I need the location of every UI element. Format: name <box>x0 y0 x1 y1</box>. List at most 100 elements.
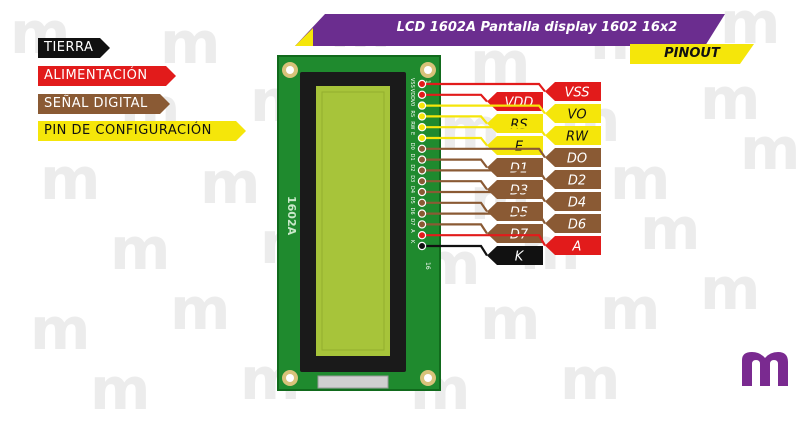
pin-label: D1 <box>510 162 528 177</box>
pin-tag <box>545 236 601 255</box>
pin-label: DO <box>567 152 587 167</box>
mounting-hole-center <box>286 66 294 74</box>
watermark-letter: m <box>600 275 661 343</box>
lcd-screen-border <box>321 91 385 351</box>
watermark-letter: m <box>30 295 91 363</box>
pin-label: A <box>572 240 582 255</box>
pin-pad <box>417 122 427 132</box>
legend-label: SEÑAL DIGITAL <box>44 96 148 111</box>
pcb-pin-label: D6 <box>409 208 415 215</box>
legend-swatch <box>38 66 176 86</box>
pin-wire <box>422 190 546 203</box>
watermark-letter: m <box>40 145 101 213</box>
legend-label: ALIMENTACIÓN <box>44 68 148 83</box>
lcd-pinout-diagram: 1602A116VSSVSSVDDVDDV0VORSRSRWRWEED0DOD1… <box>277 55 601 391</box>
pin-tag <box>487 246 543 265</box>
pinout-subtitle: PINOUT <box>664 46 720 61</box>
pcb-pin-label: D2 <box>409 164 415 171</box>
pin-pad <box>417 90 427 100</box>
pin-wire <box>422 212 546 225</box>
pin-label: VO <box>567 108 586 123</box>
pin-pad <box>417 101 427 110</box>
pin-pad <box>417 220 427 229</box>
pin-wire <box>422 180 488 191</box>
watermark-letter: m <box>200 149 261 217</box>
mounting-hole-center <box>424 374 432 382</box>
legend-swatch <box>38 94 170 114</box>
pcb-pin-label: E <box>409 132 415 135</box>
bottom-connector <box>317 375 389 389</box>
pcb-pin-label: V0 <box>409 100 415 107</box>
pin-wire <box>422 201 488 213</box>
pin-wire <box>422 115 488 125</box>
watermark-letter: m <box>640 195 701 263</box>
pin-wire <box>422 169 546 181</box>
pin-tag <box>487 202 543 221</box>
watermark-letter: m <box>560 345 621 413</box>
watermark-letter: m <box>700 255 761 323</box>
pcb-pin-label: D3 <box>409 175 415 182</box>
pin-tag <box>545 192 601 211</box>
pcb-pin-label: K <box>409 240 415 244</box>
pin-number-1: 1 <box>424 80 431 84</box>
pin-tag <box>545 104 601 123</box>
pin-wire <box>422 104 546 115</box>
pin-wire <box>422 244 488 257</box>
pin-pad <box>417 133 427 143</box>
pin-wire <box>422 126 546 137</box>
pin-wire <box>422 82 546 93</box>
pcb-pin-label: A <box>409 229 415 233</box>
pin-wire <box>422 234 546 247</box>
pin-wire <box>422 158 488 169</box>
pin-pad <box>417 209 427 218</box>
pin-label: VDD <box>505 96 534 111</box>
legend-item: ALIMENTACIÓN <box>38 66 176 86</box>
pin-label: D2 <box>568 174 586 189</box>
pcb-pin-label: D4 <box>409 186 415 193</box>
pin-tag <box>545 170 601 189</box>
pin-tag <box>545 126 601 145</box>
legend-swatch <box>38 38 110 58</box>
silkscreen-label: 1602A <box>285 196 298 236</box>
pin-pad <box>417 155 427 164</box>
pin-wire <box>422 136 488 147</box>
watermark-letter: m <box>110 215 171 283</box>
pin-pad <box>417 79 427 89</box>
pin-pad <box>417 187 427 197</box>
watermark-letter: m <box>700 65 761 133</box>
pin-wire <box>422 93 488 103</box>
pin-label: E <box>515 140 524 155</box>
pin-tag <box>545 214 601 233</box>
pcb-pin-label: VSS <box>409 78 415 88</box>
pin-wire <box>422 147 546 159</box>
pcb-pin-label: VDD <box>409 89 415 100</box>
mounting-hole-center <box>424 66 432 74</box>
watermark-letter: m <box>720 0 781 57</box>
pin-pad <box>417 166 427 175</box>
pin-tag <box>545 82 601 101</box>
watermark-letter: m <box>480 285 541 353</box>
pin-tag <box>487 224 543 243</box>
legend-item: TIERRA <box>38 38 110 58</box>
legend-swatch <box>38 121 246 141</box>
watermark-letter: m <box>740 115 800 183</box>
pin-tag <box>487 136 543 155</box>
pin-pad <box>417 198 427 207</box>
pin-number-16: 16 <box>424 262 431 270</box>
pinout-banner <box>630 44 754 64</box>
pcb-pin-label: D7 <box>409 218 415 225</box>
watermark-letter: m <box>160 9 221 77</box>
pcb-pin-label: RS <box>409 110 415 117</box>
lcd-screen <box>316 86 390 356</box>
pin-label: K <box>515 250 525 265</box>
mounting-hole-center <box>286 374 294 382</box>
legend-item: PIN DE CONFIGURACIÓN <box>38 121 246 141</box>
page-title: LCD 1602A Pantalla display 1602 16x2 <box>396 20 678 35</box>
legend-item: SEÑAL DIGITAL <box>38 94 170 114</box>
pin-pad <box>417 144 427 153</box>
pcb-pin-label: D0 <box>409 143 415 150</box>
pin-pad <box>417 241 427 251</box>
watermark-letter: m <box>170 275 231 343</box>
legend-label: TIERRA <box>44 40 94 55</box>
pcb-pin-label: D5 <box>409 197 415 204</box>
